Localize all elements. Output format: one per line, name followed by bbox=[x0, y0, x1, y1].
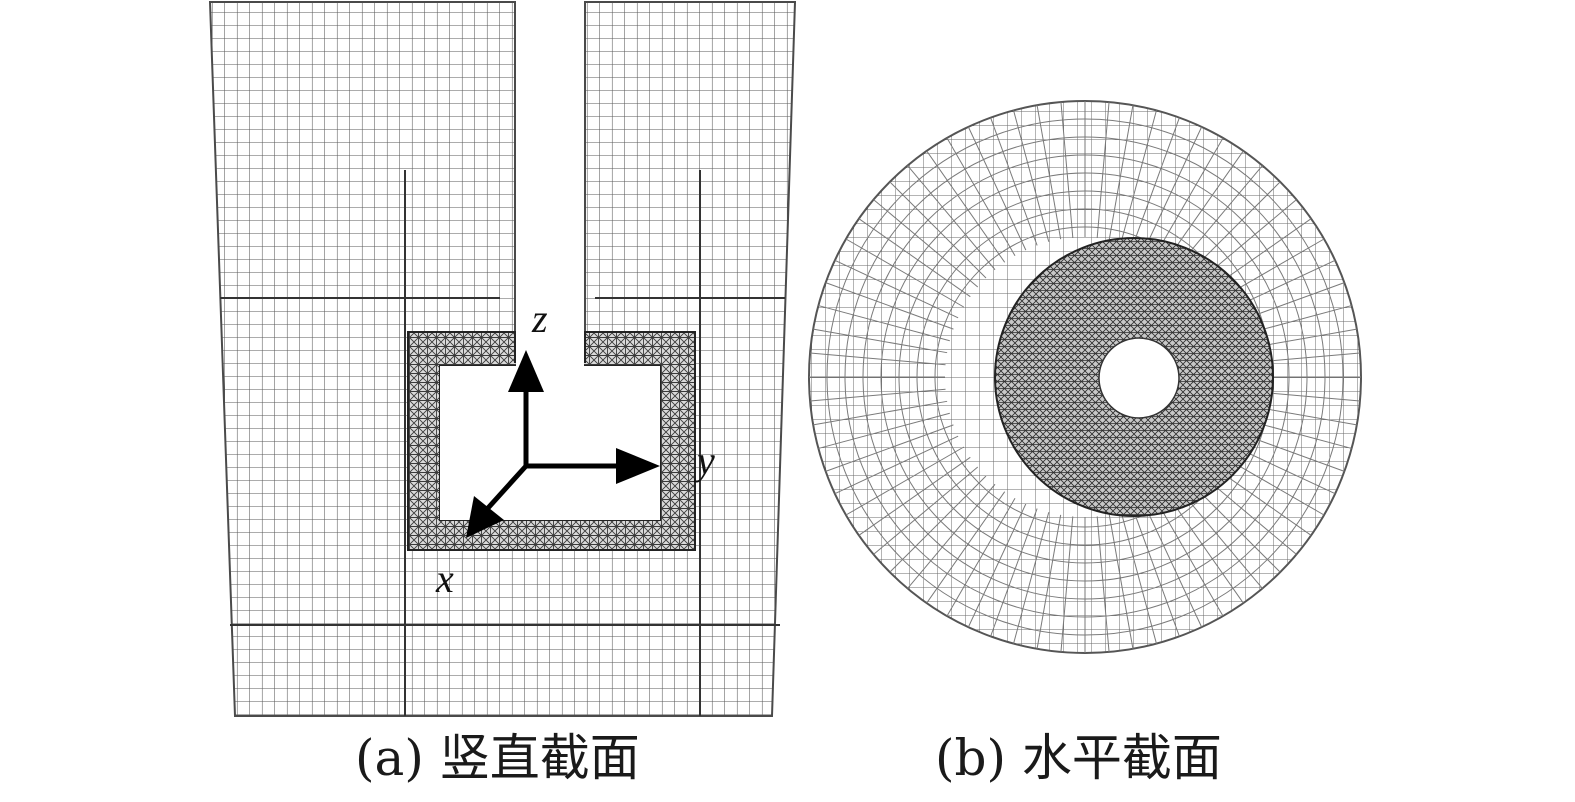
mesh-spoke bbox=[907, 483, 996, 589]
mesh-spoke bbox=[818, 305, 950, 342]
coordinate-axes: z y x bbox=[435, 296, 715, 601]
vertical-slot bbox=[516, 0, 584, 366]
mesh-spoke bbox=[990, 117, 1038, 246]
mesh-spoke bbox=[834, 259, 959, 319]
mesh-spoke bbox=[1036, 514, 1062, 649]
mesh-spoke bbox=[889, 181, 987, 279]
mesh-spoke bbox=[1132, 508, 1180, 637]
mesh-spoke bbox=[967, 126, 1027, 251]
mesh-spoke bbox=[1096, 102, 1110, 238]
y-arrowhead bbox=[616, 448, 660, 484]
mesh-spoke bbox=[990, 508, 1038, 637]
mesh-spoke bbox=[1154, 137, 1224, 257]
mesh-spoke bbox=[858, 456, 971, 536]
mesh-spoke bbox=[818, 412, 950, 449]
mesh-spoke bbox=[813, 328, 948, 354]
mesh-spoke bbox=[1108, 514, 1134, 649]
mesh-spoke bbox=[1143, 503, 1203, 628]
caption-panel-b: (b) 水平截面 bbox=[935, 729, 1222, 787]
mesh-refinement-strips bbox=[220, 170, 785, 716]
panel-a-vertical-section: z y x bbox=[208, 0, 797, 717]
mesh-spoke bbox=[810, 388, 946, 402]
mesh-spoke bbox=[907, 165, 996, 271]
mesh-spoke bbox=[1120, 512, 1157, 644]
mesh-spoke bbox=[946, 497, 1016, 617]
mesh-spoke bbox=[1132, 117, 1180, 246]
caption-panel-a: (a) 竖直截面 bbox=[355, 729, 640, 787]
center-hole bbox=[1098, 337, 1180, 419]
mesh-spoke bbox=[1013, 512, 1050, 644]
mesh-spoke bbox=[1120, 110, 1157, 242]
mesh-spoke bbox=[873, 199, 979, 288]
x-arrowhead bbox=[466, 496, 504, 538]
mesh-spoke bbox=[967, 503, 1027, 628]
mesh-spoke bbox=[825, 424, 954, 472]
radial-mesh-spokes bbox=[809, 101, 1361, 653]
mesh-spoke bbox=[845, 238, 965, 308]
panel-b-horizontal-section bbox=[808, 100, 1362, 654]
mesh-spoke bbox=[1013, 110, 1050, 242]
mesh-spoke bbox=[926, 150, 1006, 263]
z-arrowhead bbox=[508, 350, 544, 392]
cavity bbox=[440, 366, 660, 520]
mesh-spoke bbox=[1164, 491, 1244, 604]
y-axis-label: y bbox=[693, 438, 715, 483]
mesh-spoke bbox=[873, 466, 979, 555]
x-axis-label: x bbox=[435, 556, 454, 601]
mesh-spoke bbox=[825, 282, 954, 330]
mesh-spoke bbox=[1096, 516, 1110, 652]
mesh-spoke bbox=[1036, 105, 1062, 240]
mesh-spoke bbox=[1143, 126, 1203, 251]
z-axis-label: z bbox=[531, 296, 548, 341]
mesh-spoke bbox=[1060, 102, 1074, 238]
x-axis-arrow bbox=[486, 464, 528, 510]
mesh-spoke bbox=[1108, 105, 1134, 240]
mesh-spoke bbox=[858, 218, 971, 298]
mesh-spoke bbox=[1060, 516, 1074, 652]
mesh-spoke bbox=[946, 137, 1016, 257]
mesh-spoke bbox=[813, 400, 948, 426]
mesh-spoke bbox=[889, 475, 987, 573]
mesh-spoke bbox=[1154, 497, 1224, 617]
mesh-spoke bbox=[810, 352, 946, 366]
mesh-spoke bbox=[1164, 150, 1244, 263]
mesh-spoke bbox=[834, 435, 959, 495]
mesh-spoke bbox=[845, 446, 965, 516]
mesh-spoke bbox=[926, 491, 1006, 604]
